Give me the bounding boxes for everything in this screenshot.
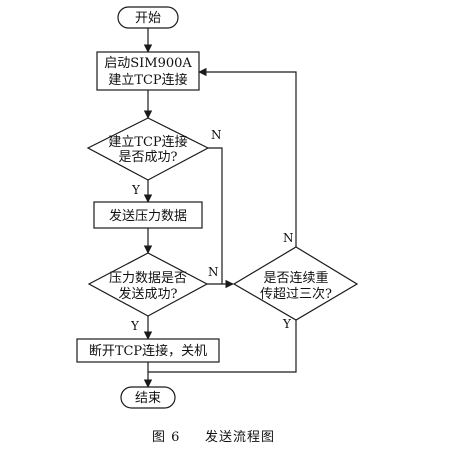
send-yes-label: Y — [130, 319, 140, 333]
send-no-label: N — [208, 265, 219, 279]
tcp-no-label: N — [211, 128, 222, 142]
end-node-label: 结束 — [135, 391, 161, 406]
check-send-line-1: 压力数据是否 — [109, 271, 187, 286]
init-node-line-1: 启动SIM900A — [104, 56, 192, 71]
check-tcp-line-2: 是否成功? — [119, 150, 178, 165]
retry-decision: 是否连续重 传超过三次? — [232, 246, 359, 321]
start-node: 开始 — [117, 6, 179, 29]
retry-line-2: 传超过三次? — [260, 286, 332, 302]
retry-no-label: N — [283, 231, 294, 245]
tcp-yes-label: Y — [131, 183, 141, 197]
send-node: 发送压力数据 — [93, 201, 203, 229]
figure-title: 发送流程图 — [205, 429, 275, 445]
edge-retry-yes — [148, 320, 297, 373]
start-node-label: 开始 — [135, 11, 161, 26]
retry-yes-label: Y — [282, 317, 292, 331]
end-node: 结束 — [120, 386, 176, 409]
edge-check-tcp-no — [208, 147, 223, 284]
check-send-line-2: 发送成功? — [119, 286, 178, 302]
retry-line-1: 是否连续重 — [263, 270, 328, 286]
send-node-label: 发送压力数据 — [109, 208, 187, 224]
init-node-line-2: 建立TCP连接 — [108, 72, 187, 88]
shutdown-node: 断开TCP连接，关机 — [76, 338, 220, 363]
check-tcp-line-1: 建立TCP连接 — [108, 134, 187, 150]
check-tcp-decision: 建立TCP连接 是否成功? — [86, 117, 210, 181]
figure-number: 图 6 — [152, 430, 180, 445]
check-send-decision: 压力数据是否 发送成功? — [87, 252, 209, 317]
init-node: 启动SIM900A 建立TCP连接 — [96, 51, 200, 91]
shutdown-node-label: 断开TCP连接，关机 — [89, 343, 207, 359]
edge-retry-no — [198, 67, 297, 247]
